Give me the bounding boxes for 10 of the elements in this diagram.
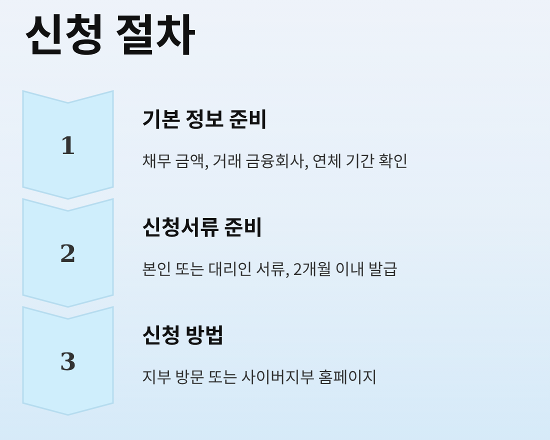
step-number: 2 — [58, 238, 78, 270]
step-heading: 기본 정보 준비 — [142, 104, 268, 136]
step-description: 본인 또는 대리인 서류, 2개월 이내 발급 — [142, 256, 398, 280]
step-number: 1 — [58, 130, 78, 162]
step-description: 지부 방문 또는 사이버지부 홈페이지 — [142, 364, 378, 388]
step-number: 3 — [58, 346, 78, 378]
page-title: 신청 절차 — [24, 2, 196, 62]
step-heading: 신청 방법 — [142, 320, 224, 352]
step-heading: 신청서류 준비 — [142, 212, 263, 244]
step-description: 채무 금액, 거래 금융회사, 연체 기간 확인 — [142, 148, 408, 172]
